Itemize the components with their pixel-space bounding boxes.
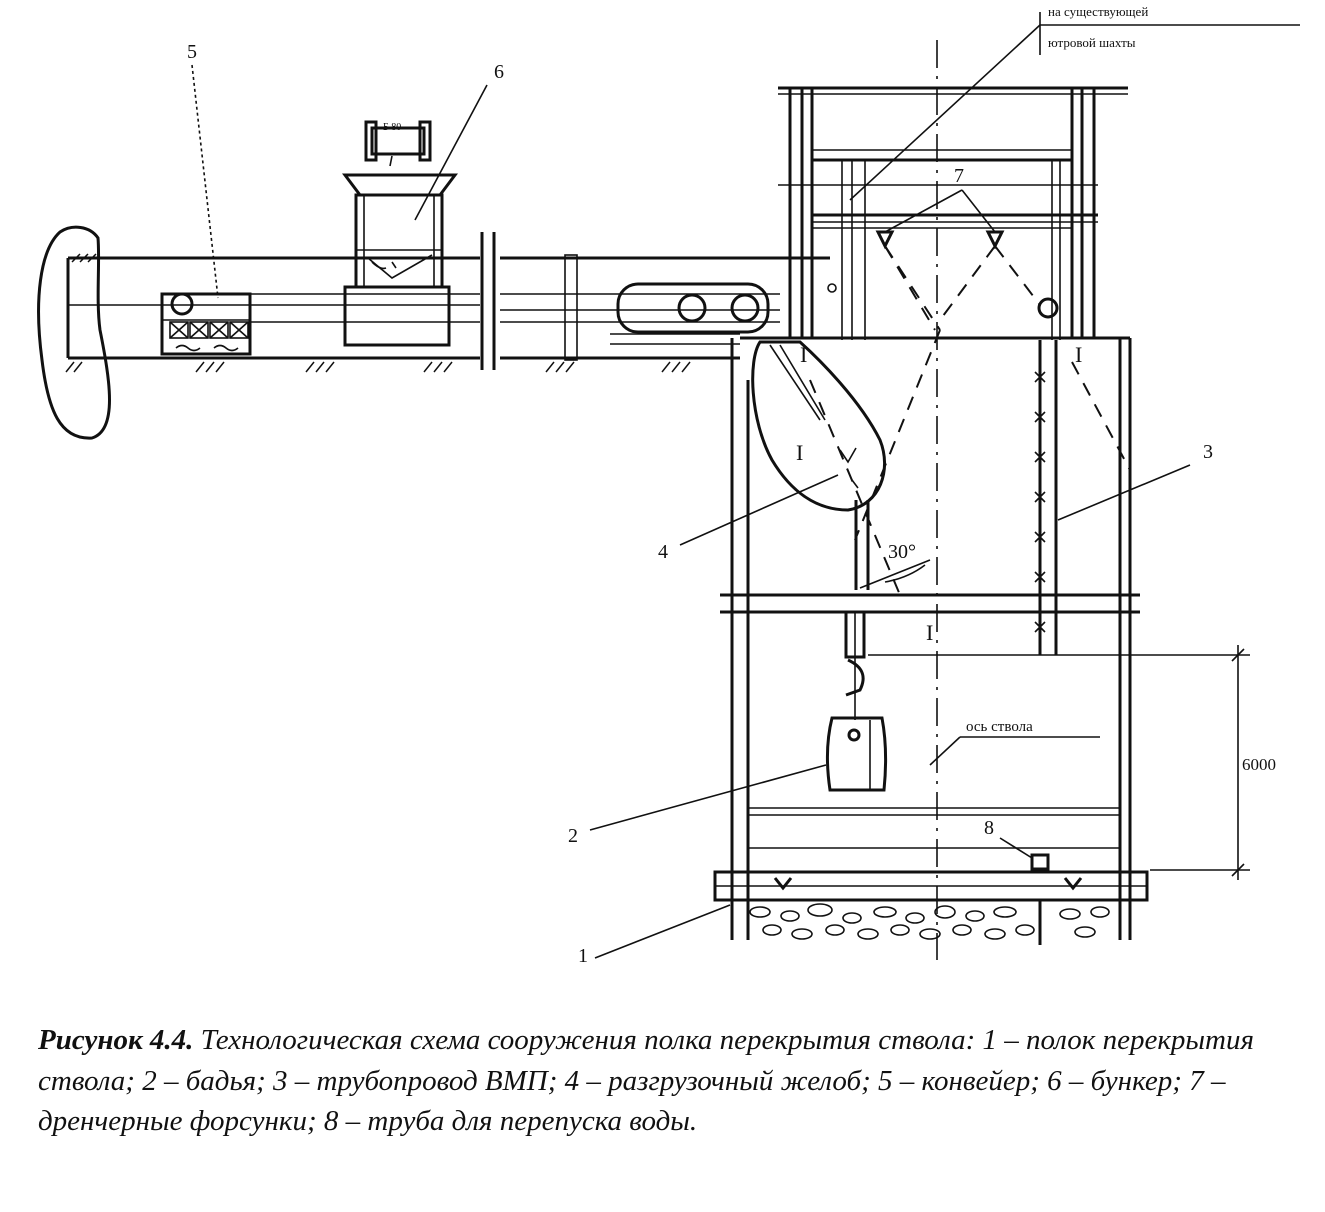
- angle-label: 30°: [888, 541, 916, 563]
- shaft: [720, 336, 1140, 940]
- cover-platform: [713, 870, 1149, 945]
- section-mark: I: [800, 342, 807, 367]
- figure-caption: Рисунок 4.4. Технологическая схема соору…: [38, 1020, 1298, 1142]
- pipeline-vmp: [1034, 340, 1058, 655]
- mine-car: Б 80: [364, 120, 432, 167]
- leader-lines: [191, 64, 1191, 959]
- axis-annotation: ось ствола: [929, 719, 1100, 766]
- headframe: [778, 86, 1128, 340]
- figure-label: Рисунок 4.4.: [38, 1024, 194, 1056]
- axis-label: ось ствола: [966, 719, 1033, 735]
- caption-text: Технологическая схема сооружения полка п…: [38, 1024, 1254, 1137]
- label-2: 2: [568, 825, 578, 847]
- conveyor-drive: [610, 282, 770, 345]
- label-7: 7: [954, 165, 964, 187]
- label-3: 3: [1203, 441, 1213, 463]
- gallery-frame: [68, 232, 830, 373]
- conveyor: [160, 292, 252, 356]
- label-6: 6: [494, 61, 504, 83]
- dimension-value: 6000: [1242, 755, 1276, 774]
- discharge-chute: [751, 340, 931, 590]
- top-note: на существующей ютровой шахты: [849, 4, 1300, 201]
- mine-car-tag: Б 80: [383, 122, 401, 133]
- bucket: [825, 610, 888, 792]
- top-note-line1: на существующей: [1048, 4, 1148, 19]
- label-5: 5: [187, 41, 197, 63]
- top-note-line2: ютровой шахты: [1048, 35, 1136, 50]
- label-4: 4: [658, 541, 668, 563]
- section-mark: I: [1075, 342, 1082, 367]
- water-pipe: [1030, 853, 1050, 871]
- label-1: 1: [578, 945, 588, 967]
- label-8: 8: [984, 817, 994, 839]
- dimension-6000: 6000: [868, 645, 1276, 880]
- drencher-nozzles: [875, 189, 1059, 331]
- spray-cones: [809, 329, 1131, 596]
- shaft-construction-diagram: Б 80 на существующей ютровой шахты: [37, 4, 1300, 967]
- section-mark: I: [796, 440, 803, 465]
- section-mark: I: [926, 620, 933, 645]
- bunker: [342, 173, 458, 347]
